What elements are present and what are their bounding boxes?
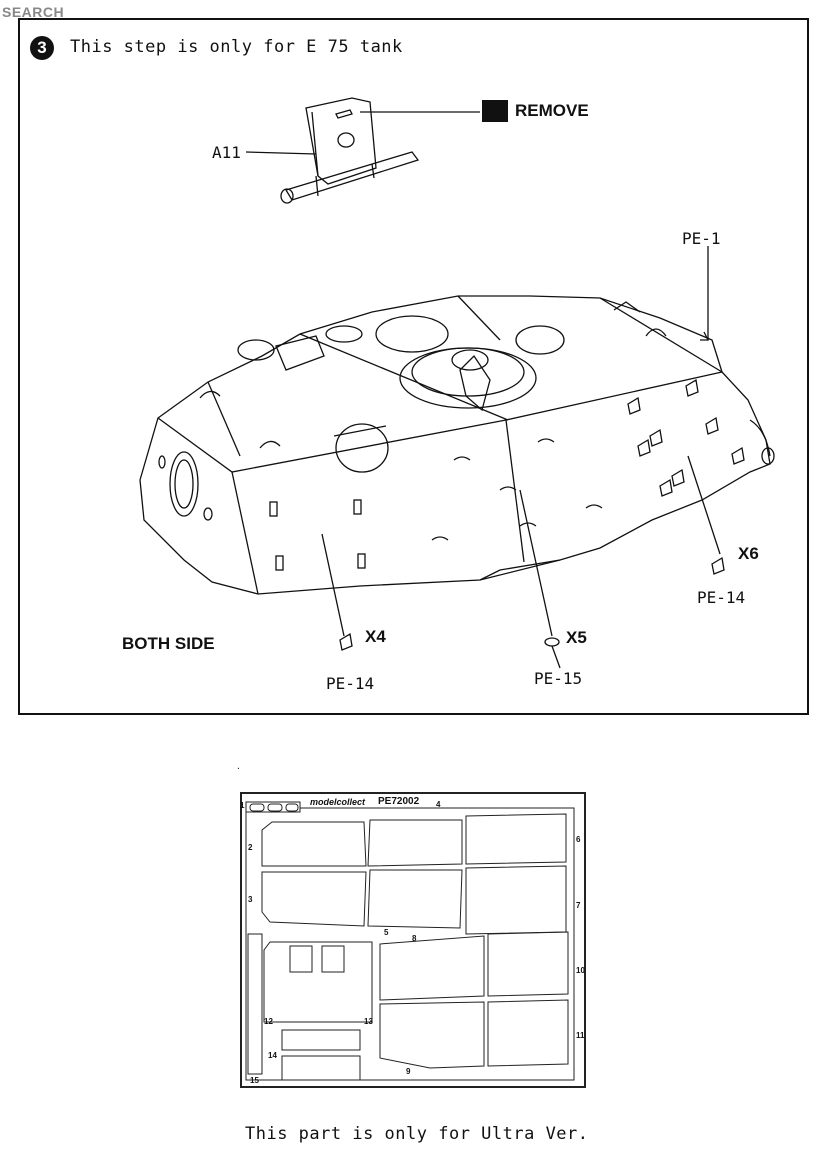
leader-x6 [687,455,721,555]
fret-small-parts-14 [281,1029,361,1081]
pe14-part-right [711,556,725,575]
fret-number-11: 11 [576,1031,585,1040]
label-pe1: PE-1 [682,229,721,248]
watermark-logo: SEARCH [2,4,64,20]
fret-number-4: 4 [436,800,441,809]
fret-number-7: 7 [576,901,581,910]
label-x4: X4 [365,627,386,646]
fret-number-14: 14 [268,1051,277,1060]
pe14-part-left [339,632,353,651]
part-a11-drawing [280,97,420,204]
leader-x5 [519,489,553,637]
leader-x4 [321,533,345,637]
stray-dot: · [236,764,241,773]
fret-caption: This part is only for Ultra Ver. [245,1124,589,1144]
label-both-side: BOTH SIDE [122,634,215,653]
label-a11: A11 [212,143,241,162]
fret-number-15: 15 [250,1076,259,1085]
fret-number-10: 10 [576,966,585,975]
fret-number-13: 13 [364,1017,373,1026]
fret-number-9: 9 [406,1067,411,1076]
fret-number-8: 8 [412,934,417,943]
fret-number-1: 1 [240,801,245,810]
label-remove: REMOVE [515,101,589,120]
label-x5: X5 [566,628,587,647]
label-pe15: PE-15 [534,669,583,688]
watermark-main-b: SEARCH [2,4,65,20]
label-x6: X6 [738,544,759,563]
fret-brand: modelcollect [310,797,366,807]
label-pe14-left: PE-14 [326,674,375,693]
leader-a11 [245,151,317,155]
step-number-badge: 3 [30,36,54,60]
fret-number-5: 5 [384,928,389,937]
photo-etch-fret [240,792,586,1088]
hull-body [139,295,775,595]
fret-number-2: 2 [248,843,253,852]
fret-number-6: 6 [576,835,581,844]
pe15-part [544,637,560,647]
step-title: This step is only for E 75 tank [70,37,403,57]
fret-number-12: 12 [264,1017,273,1026]
fret-code: PE72002 [378,796,420,807]
label-pe14-right: PE-14 [697,588,746,607]
fret-number-3: 3 [248,895,253,904]
remove-icon [482,100,508,122]
instruction-frame [18,18,809,715]
